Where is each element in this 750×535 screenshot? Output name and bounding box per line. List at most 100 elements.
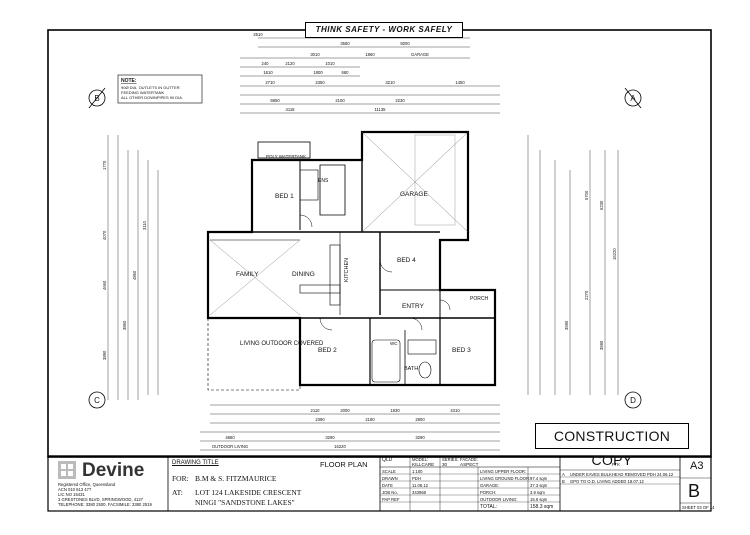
svg-text:2230: 2230 (395, 98, 405, 103)
scale-label: SCALE (382, 469, 396, 474)
office-line-4: 3 GRESTONES BLVD, SPRINGWOOD, 4127 (58, 497, 144, 502)
facade-value: ASPECT (460, 462, 479, 467)
note-title: NOTE: (121, 78, 137, 84)
pap-ref-label: PAP REF (382, 497, 400, 502)
section-markers (88, 87, 642, 409)
office-line-5: TELEPHONE: 3380 2500, FACSIMILE: 3380 25… (58, 502, 152, 507)
area-value-3: 37.3 sqm (530, 483, 548, 488)
area-value-4: 3.9 sqm (530, 490, 545, 495)
date-value: 11.06.12 (412, 483, 428, 488)
area-label-1: LIVING UPPER FLOOR: (480, 469, 527, 474)
area-label-4: PORCH: (480, 490, 497, 495)
svg-text:1450: 1450 (455, 80, 465, 85)
client-name: B.M & S. FITZMAURICE (195, 474, 277, 483)
room-bed4: BED 4 (397, 257, 416, 264)
sheet-size: A3 (690, 460, 704, 472)
svg-text:1830: 1830 (390, 408, 400, 413)
date-label: DATE (382, 483, 393, 488)
svg-text:4860: 4860 (225, 435, 235, 440)
kitchen-bench (299, 244, 341, 306)
for-label: FOR: (172, 474, 189, 483)
area-label-5: OUTDOOR LIVING: (480, 497, 518, 502)
room-bed2: BED 2 (318, 347, 337, 354)
room-wc: WC (390, 341, 398, 346)
title-block-frame (47, 455, 712, 512)
top-dimensions (240, 37, 500, 114)
svg-text:3010: 3010 (310, 52, 320, 57)
room-garage: GARAGE (400, 191, 428, 198)
left-dimensions (107, 135, 159, 400)
office-line-2: ACN 010 613 477 (58, 487, 92, 492)
svg-text:3290: 3290 (325, 435, 335, 440)
left-dim-labels: 1770 4070 4660 3890 3860 4860 3110 (102, 160, 147, 360)
svg-text:3860: 3860 (122, 320, 127, 330)
room-bath: BATH (404, 366, 418, 372)
drawn-label: DRAWN (382, 476, 398, 481)
room-bed3: BED 3 (452, 347, 471, 354)
svg-text:5700: 5700 (584, 190, 589, 200)
watertank-label: POLY WATERTANK (266, 154, 306, 159)
series-value: 30 (442, 462, 448, 467)
watertank-outline (257, 141, 311, 159)
room-ens: ENS (318, 178, 329, 184)
svg-text:5000: 5000 (400, 41, 410, 46)
job-label: JOB No. (382, 490, 398, 495)
svg-text:GARAGE: GARAGE (411, 52, 429, 57)
devine-logo-mark (58, 461, 76, 479)
svg-text:3590: 3590 (564, 320, 569, 330)
svg-text:660: 660 (342, 70, 350, 75)
svg-text:11135: 11135 (374, 107, 386, 112)
state-code: QLD (382, 457, 393, 463)
area-label-2: LIVING GROUND FLOOR: (480, 476, 531, 481)
marker-a: A (630, 94, 636, 103)
model-label: MODEL: (412, 457, 429, 462)
svg-text:1010: 1010 (325, 61, 335, 66)
svg-text:16220: 16220 (334, 444, 346, 449)
drawn-value: PDH (412, 476, 421, 481)
note-line-3: ALL OTHER DOWNPIPES 90 DIA. (121, 95, 183, 100)
room-living-outdoor: LIVING OUTDOOR COVERED (240, 341, 324, 347)
svg-text:2110: 2110 (310, 408, 320, 413)
revision-a-code: A (562, 472, 565, 477)
svg-text:3210: 3210 (385, 80, 395, 85)
svg-text:2100: 2100 (335, 98, 345, 103)
room-family: FAMILY (236, 271, 259, 278)
area-value-5: 15.6 sqm (530, 497, 548, 502)
title-block-rows (380, 473, 680, 503)
note-line-2: FEEDING WATERTANK (121, 90, 165, 95)
marker-b: B (94, 94, 99, 103)
svg-text:6850: 6850 (270, 98, 280, 103)
area-label-3: GARAGE: (480, 483, 500, 488)
series-label: SERIES: (442, 457, 459, 462)
right-dim-labels: 5700 6230 16220 2270 3590 3590 (564, 190, 617, 350)
svg-text:2350: 2350 (315, 80, 325, 85)
garage-area (361, 131, 469, 233)
svg-text:2710: 2710 (265, 80, 275, 85)
svg-text:3560: 3560 (340, 41, 350, 46)
right-dimensions (527, 135, 619, 395)
construction-copy-stamp: CONSTRUCTION COPY (535, 423, 689, 468)
svg-text:3890: 3890 (102, 350, 107, 360)
job-value: 343968 (412, 490, 426, 495)
svg-text:4070: 4070 (102, 230, 107, 240)
svg-text:2000: 2000 (340, 408, 350, 413)
scale-value: 1:100 (412, 469, 423, 474)
revision-a-text: UNDER EAVES BULKHEAD REMOVED PDH 24.06.1… (570, 472, 674, 477)
svg-text:2270: 2270 (584, 290, 589, 300)
address-line-2: NINGI "SANDSTONE LAKES" (195, 498, 295, 507)
revision-letter: B (688, 481, 701, 501)
svg-text:1770: 1770 (102, 160, 107, 170)
svg-text:2180: 2180 (365, 417, 375, 422)
area-label-total: TOTAL: (480, 504, 498, 510)
area-value-2: 97.4 sqm (530, 476, 548, 481)
address-line-1: LOT 124 LAKESIDE CRESCENT (195, 488, 302, 497)
drawing-title: FLOOR PLAN (320, 460, 368, 469)
svg-text:2390: 2390 (315, 417, 325, 422)
area-value-total: 158.3 sqm (530, 504, 554, 510)
room-dining: DINING (292, 271, 315, 278)
svg-text:1860: 1860 (365, 52, 375, 57)
room-labels: BED 1 ENS GARAGE FAMILY DINING BED 4 ENT… (236, 154, 488, 372)
drawing-title-label: DRAWING TITLE (172, 460, 219, 466)
